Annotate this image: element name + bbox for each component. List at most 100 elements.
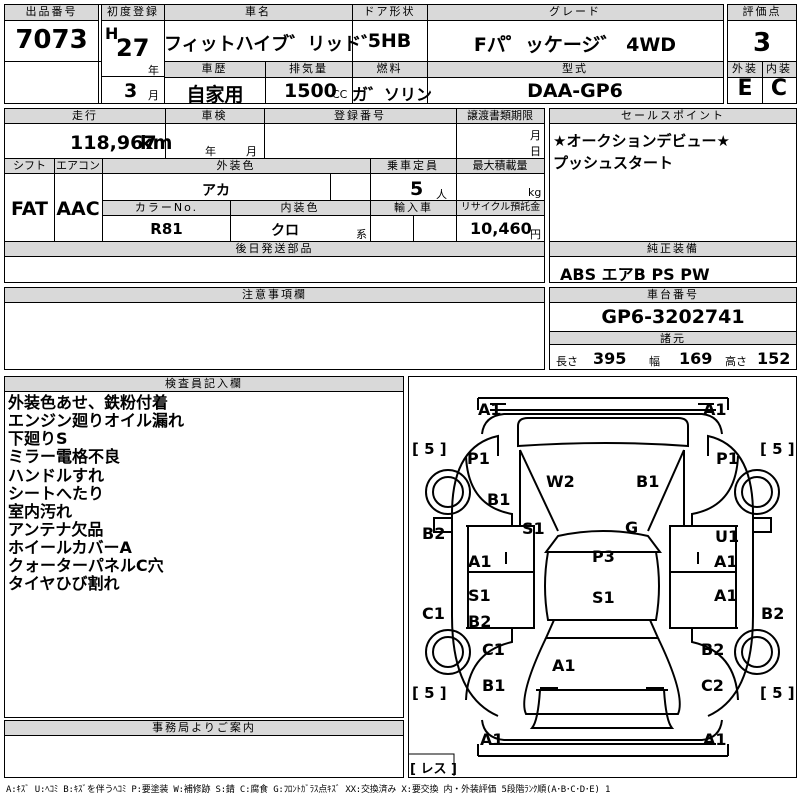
interior-grade: C: [770, 76, 788, 101]
inspector-note-6: シートへたり: [8, 484, 105, 503]
mark-rear-left-bumper: A1: [480, 730, 504, 749]
mark-rear-right-bumper: A1: [703, 730, 727, 749]
mark-trunk: A1: [552, 656, 576, 675]
exterior-grade: E: [737, 76, 753, 101]
inspector-note-10: クォーターパネルC穴: [8, 556, 164, 575]
width-label: 幅: [649, 355, 660, 368]
reg-year: 27: [116, 34, 150, 62]
length-value: 395: [593, 349, 627, 368]
mark-hood-b: B1: [636, 472, 660, 491]
office-label: 事務局よりご案内: [5, 721, 403, 736]
length-label: 長さ: [556, 355, 578, 368]
mark-roof-s: S1: [592, 588, 615, 607]
month-unit: 月: [148, 89, 159, 102]
displacement-label: 排気量: [265, 62, 352, 78]
inspector-label: 検査員記入欄: [5, 377, 403, 392]
car-diagram-block: [408, 376, 797, 778]
mileage-unit: km: [140, 132, 173, 154]
sales-point-line-2: プッシュスタート: [553, 154, 674, 172]
mark-right-rear-door: A1: [714, 586, 738, 605]
capacity-unit: 人: [436, 188, 447, 201]
int-color-value: クロ: [271, 223, 299, 239]
chassis-number: GP6-3202741: [601, 306, 745, 328]
width-value: 169: [679, 349, 713, 368]
shift-label: シフト: [5, 159, 54, 174]
office-block: [4, 720, 404, 778]
model-code: DAA-GP6: [527, 80, 623, 102]
car-outline-diagram: [408, 397, 780, 776]
mark-front-left-bumper: A1: [478, 400, 502, 419]
mark-left-rear-door-s: S1: [468, 586, 491, 605]
max-load-unit: kg: [528, 186, 542, 199]
int-color-unit: 系: [356, 228, 367, 241]
ac-value: AAC: [56, 198, 100, 220]
color-no-label: カラーNo.: [103, 201, 230, 216]
score-label: 評価点: [728, 5, 796, 21]
tire-front-left: [ 5 ]: [412, 440, 447, 458]
door-type: 5HB: [367, 30, 412, 52]
spec-block: [4, 108, 545, 283]
mark-left-fender-p: P1: [467, 449, 490, 468]
max-load-label: 最大積載量: [456, 159, 544, 174]
sales-point-block: [549, 108, 797, 283]
notes-label: 注意事項欄: [5, 288, 544, 303]
displacement: 1500: [284, 80, 337, 102]
mark-right-sill-rear: B2: [761, 604, 785, 623]
lot-number: 7073: [15, 25, 88, 55]
displacement-unit: CC: [332, 88, 348, 101]
inspector-note-1: 外装色あせ、鉄粉付着: [8, 393, 169, 412]
fuel: ガ゛ソリン: [352, 85, 433, 104]
recycle-value: 10,460: [470, 219, 532, 238]
mark-left-rear-door-b: B2: [468, 612, 492, 631]
later-parts-label: 後日発送部品: [5, 242, 544, 257]
mileage-label: 走行: [5, 109, 165, 124]
height-value: 152: [757, 349, 791, 368]
fuel-label: 燃料: [352, 62, 427, 78]
ac-label: エアコン: [54, 159, 102, 174]
tire-rear-right: [ 5 ]: [760, 684, 795, 702]
ext-color-value: アカ: [202, 183, 230, 199]
inspector-note-2: エンジン廻りオイル漏れ: [8, 411, 185, 430]
lot-no-label: 出品番号: [5, 5, 98, 21]
capacity-value: 5: [410, 178, 424, 200]
inspector-note-4: ミラー電格不良: [8, 447, 121, 466]
car-name: フィットハイブ゛リッド゛: [164, 34, 380, 55]
mark-left-fender-b: B1: [487, 490, 511, 509]
ext-color-label: 外装色: [102, 159, 370, 174]
shift-value: FAT: [11, 198, 48, 220]
import-label: 輸入車: [371, 201, 456, 216]
mark-left-sill-front: B2: [422, 524, 446, 543]
notes-block: [4, 287, 545, 370]
mark-right-quarter-b: B2: [701, 640, 725, 659]
sales-point-line-1: ★オークションデビュー★: [553, 132, 730, 150]
first-reg-label: 初度登録: [102, 5, 164, 21]
grade-label: グレード: [427, 5, 723, 21]
mark-right-quarter-c: C2: [701, 676, 724, 695]
mark-right-fender-p: P1: [716, 449, 739, 468]
inspector-note-9: ホイールカバーA: [8, 538, 132, 557]
ext-label: 外装: [728, 62, 762, 78]
height-label: 高さ: [725, 355, 747, 368]
inspector-note-8: アンテナ欠品: [8, 520, 104, 539]
grade: Fパ゜ッケージ゛ 4WD: [473, 34, 677, 56]
color-no-value: R81: [150, 220, 183, 238]
inspection-label: 車検: [165, 109, 264, 124]
inspector-note-5: ハンドルすれ: [8, 466, 105, 485]
overall-score: 3: [752, 28, 772, 58]
transfer-day-unit: 日: [530, 145, 541, 158]
inspection-month-unit: 月: [246, 145, 257, 158]
mark-right-front-door: A1: [714, 552, 738, 571]
inspector-note-3: 下廻りS: [8, 429, 68, 448]
car-name-label: 車名: [164, 5, 352, 21]
mark-front-right-bumper: A1: [703, 400, 727, 419]
capacity-label: 乗車定員: [370, 159, 456, 174]
tire-front-right: [ 5 ]: [760, 440, 795, 458]
mileage-value: 118,967: [70, 132, 157, 154]
mark-left-front-door: A1: [468, 552, 492, 571]
mark-left-pillar: S1: [522, 519, 545, 538]
inspection-year-unit: 年: [205, 145, 216, 158]
dims-label: 諸元: [550, 331, 796, 345]
sales-point-label: セールスポイント: [550, 109, 796, 124]
inspector-block: [4, 376, 404, 718]
